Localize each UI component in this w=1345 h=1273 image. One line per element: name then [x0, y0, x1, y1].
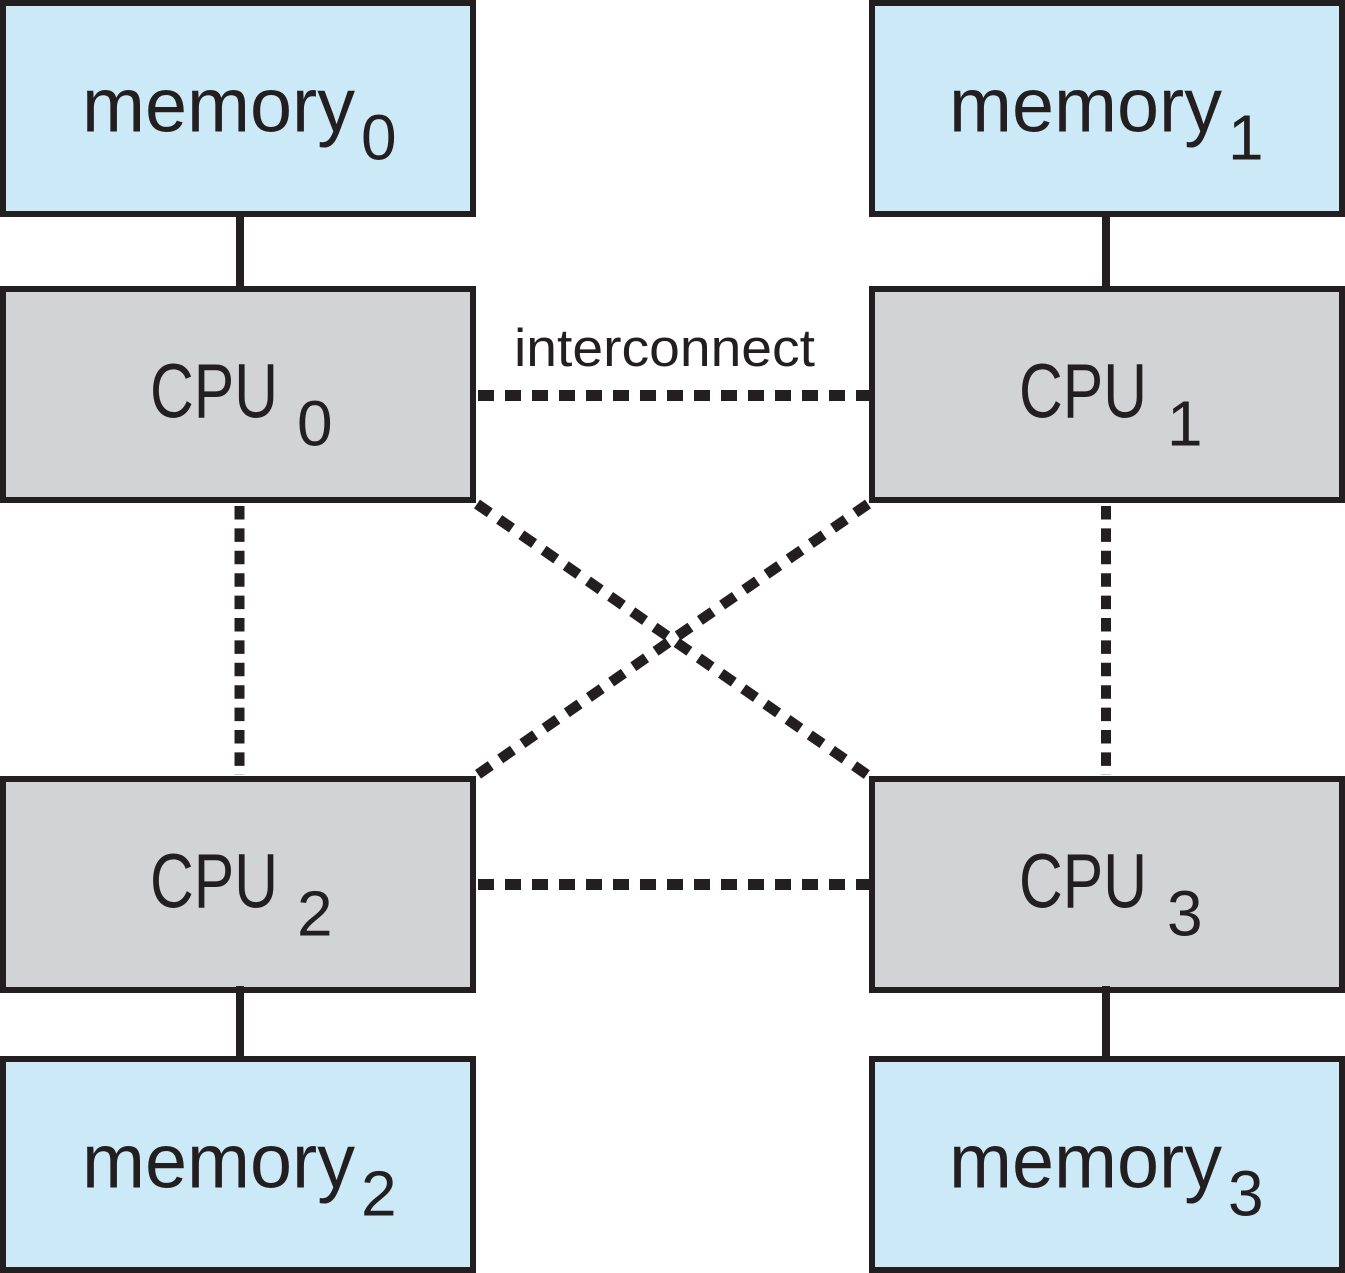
svg-text:interconnect: interconnect: [514, 319, 815, 378]
svg-text:memory: memory: [949, 1119, 1222, 1205]
svg-text:1: 1: [1228, 102, 1264, 174]
svg-text:memory: memory: [82, 1119, 355, 1205]
svg-text:0: 0: [361, 102, 397, 174]
svg-text:3: 3: [1167, 878, 1203, 950]
svg-text:2: 2: [361, 1158, 397, 1230]
svg-text:1: 1: [1167, 388, 1203, 460]
svg-text:CPU: CPU: [150, 349, 278, 435]
svg-text:0: 0: [297, 388, 333, 460]
svg-text:2: 2: [297, 878, 333, 950]
svg-text:CPU: CPU: [1019, 839, 1147, 925]
svg-text:memory: memory: [82, 63, 355, 149]
svg-text:CPU: CPU: [150, 839, 278, 925]
svg-text:CPU: CPU: [1019, 349, 1147, 435]
svg-text:3: 3: [1228, 1158, 1264, 1230]
svg-text:memory: memory: [949, 63, 1222, 149]
